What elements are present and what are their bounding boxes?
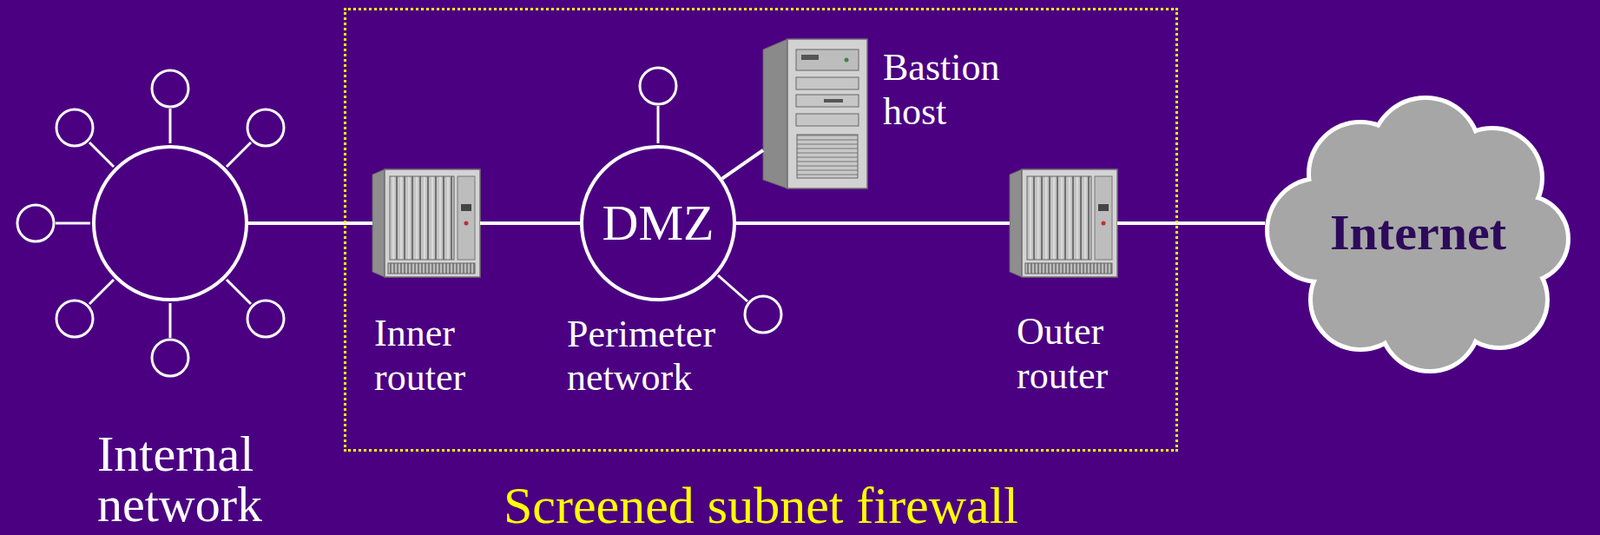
network-link bbox=[736, 221, 1010, 225]
dmz-circle: DMZPerimeter network bbox=[579, 144, 737, 302]
router-label: Outer router bbox=[1016, 309, 1118, 398]
bastion-node: Bastion host bbox=[763, 39, 1024, 189]
dmz-label: DMZ bbox=[579, 192, 737, 254]
network-link bbox=[722, 150, 764, 179]
network-circle: Internal network bbox=[92, 144, 249, 302]
network-link bbox=[1117, 221, 1265, 225]
host-label: Bastion host bbox=[882, 46, 1022, 134]
network-label: Perimeter network bbox=[566, 312, 741, 401]
network-link bbox=[480, 221, 580, 225]
outer-router-icon bbox=[1009, 169, 1118, 277]
server-icon bbox=[763, 39, 868, 189]
router-label: Inner router bbox=[374, 311, 481, 400]
router-node: Inner router bbox=[372, 169, 481, 404]
internet-label: Internet bbox=[1264, 204, 1572, 263]
host-spokes bbox=[17, 70, 284, 376]
network-link bbox=[248, 221, 373, 225]
circle-outline bbox=[92, 144, 249, 302]
firewall-caption: Screened subnet firewall bbox=[346, 479, 1176, 532]
firewall-boundary: Screened subnet firewallInner routerDMZP… bbox=[343, 7, 1179, 452]
internet-cloud: Internet bbox=[1264, 91, 1572, 378]
router-node: Outer router bbox=[1009, 169, 1118, 404]
network-label: Internal network bbox=[97, 428, 323, 530]
inner-router-icon bbox=[372, 169, 481, 277]
